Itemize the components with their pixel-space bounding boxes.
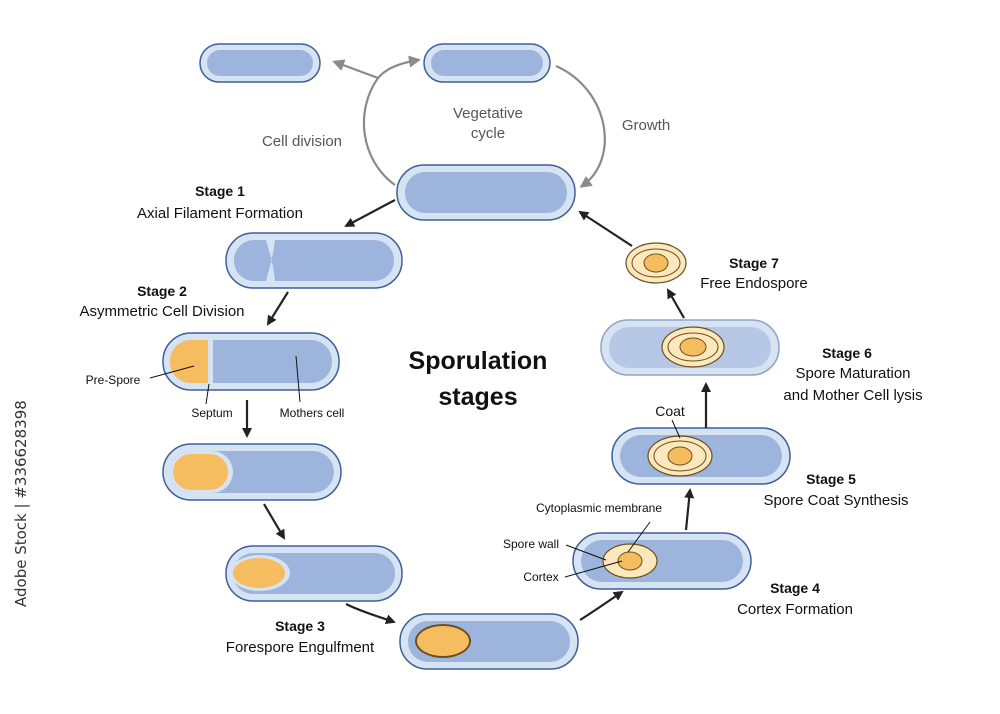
vegetative-cycle-label: Vegetative bbox=[453, 105, 523, 122]
growth-label: Growth bbox=[622, 117, 670, 134]
cell-division-arrow bbox=[332, 59, 396, 186]
free-endospore bbox=[625, 242, 687, 284]
coat-cell bbox=[611, 427, 791, 485]
diagram-title-2: stages bbox=[438, 383, 517, 411]
coat-label: Coat bbox=[655, 403, 685, 419]
stage-3-arrow-b bbox=[345, 603, 396, 625]
stage-3: Stage 3 Forespore Engulfment bbox=[162, 443, 624, 670]
stock-id-side-text: Adobe Stock | #336628398 bbox=[12, 400, 30, 607]
diagram-title: Sporulation bbox=[409, 347, 548, 375]
stage-1-arrow bbox=[344, 199, 396, 227]
growth-arrow bbox=[555, 64, 606, 188]
mothers-cell-pointer bbox=[295, 355, 301, 403]
stage-6: Stage 6 Spore Maturation and Mother Cell… bbox=[600, 288, 923, 404]
spore-wall-pointer bbox=[565, 544, 607, 561]
stage-1-number: Stage 1 bbox=[195, 183, 245, 199]
cortex-label: Cortex bbox=[523, 570, 558, 584]
stage-2-number: Stage 2 bbox=[137, 283, 187, 299]
cortex-cell bbox=[572, 532, 752, 590]
cytoplasmic-membrane-pointer bbox=[627, 521, 651, 553]
spore-wall-label: Spore wall bbox=[503, 537, 559, 551]
stage-2-name: Asymmetric Cell Division bbox=[79, 303, 244, 320]
stage-5-name: Spore Coat Synthesis bbox=[763, 492, 908, 509]
stage-5: Coat Stage 5 Spore Coat Synthesis bbox=[611, 382, 909, 509]
stage-4-name: Cortex Formation bbox=[737, 601, 853, 618]
stage-7-arrow bbox=[578, 210, 633, 247]
vegetative-cycle-label-2: cycle bbox=[471, 125, 505, 142]
stage-3-arrow-a bbox=[263, 503, 286, 540]
vegetative-cell bbox=[396, 164, 576, 221]
engulfment-cell-2 bbox=[225, 545, 403, 602]
stage-4-number: Stage 4 bbox=[770, 580, 820, 596]
stage-1-name: Axial Filament Formation bbox=[137, 205, 303, 222]
stage-6-name: Spore Maturation bbox=[795, 365, 910, 382]
coat-pointer bbox=[671, 419, 681, 439]
pre-spore-pointer bbox=[149, 365, 195, 379]
septum-pointer bbox=[205, 383, 210, 405]
stage-4-arrow bbox=[684, 488, 695, 531]
maturation-cell bbox=[600, 319, 780, 376]
stage-6-arrow bbox=[667, 288, 685, 319]
stage-6-name-2: and Mother Cell lysis bbox=[783, 387, 922, 404]
forespore-cell bbox=[399, 613, 579, 670]
division-to-right-arrow bbox=[377, 55, 421, 79]
engulfment-cell-1 bbox=[162, 443, 342, 501]
septum-label: Septum bbox=[191, 406, 232, 420]
stage-6-number: Stage 6 bbox=[822, 345, 872, 361]
pre-spore-label: Pre-Spore bbox=[86, 373, 141, 387]
cytoplasmic-membrane-label: Cytoplasmic membrane bbox=[536, 501, 662, 515]
stage-3-number: Stage 3 bbox=[275, 618, 325, 634]
stage-2-cell bbox=[162, 332, 340, 391]
cortex-pointer bbox=[564, 560, 623, 578]
cell-division-label: Cell division bbox=[262, 133, 342, 150]
stage-3-name: Forespore Engulfment bbox=[226, 639, 375, 656]
daughter-cell-left bbox=[199, 43, 321, 83]
stage-7-name: Free Endospore bbox=[700, 275, 808, 292]
stage-7: Stage 7 Free Endospore bbox=[578, 210, 808, 292]
stage-1: Stage 1 Axial Filament Formation bbox=[137, 183, 403, 289]
mothers-cell-label: Mothers cell bbox=[280, 406, 345, 420]
stage-4: Cytoplasmic membrane Spore wall Cortex S… bbox=[503, 488, 853, 618]
stage-1-cell bbox=[225, 232, 403, 289]
vegetative-cycle: Vegetative cycle Cell division Growth bbox=[199, 43, 670, 221]
stage-3-to-4-arrow bbox=[579, 590, 624, 621]
stage-7-number: Stage 7 bbox=[729, 255, 779, 271]
daughter-cell-right bbox=[423, 43, 551, 83]
stage-5-number: Stage 5 bbox=[806, 471, 856, 487]
stage-2-arrow bbox=[266, 291, 289, 326]
stage-2: Stage 2 Asymmetric Cell Division Pre-Spo… bbox=[79, 283, 345, 438]
